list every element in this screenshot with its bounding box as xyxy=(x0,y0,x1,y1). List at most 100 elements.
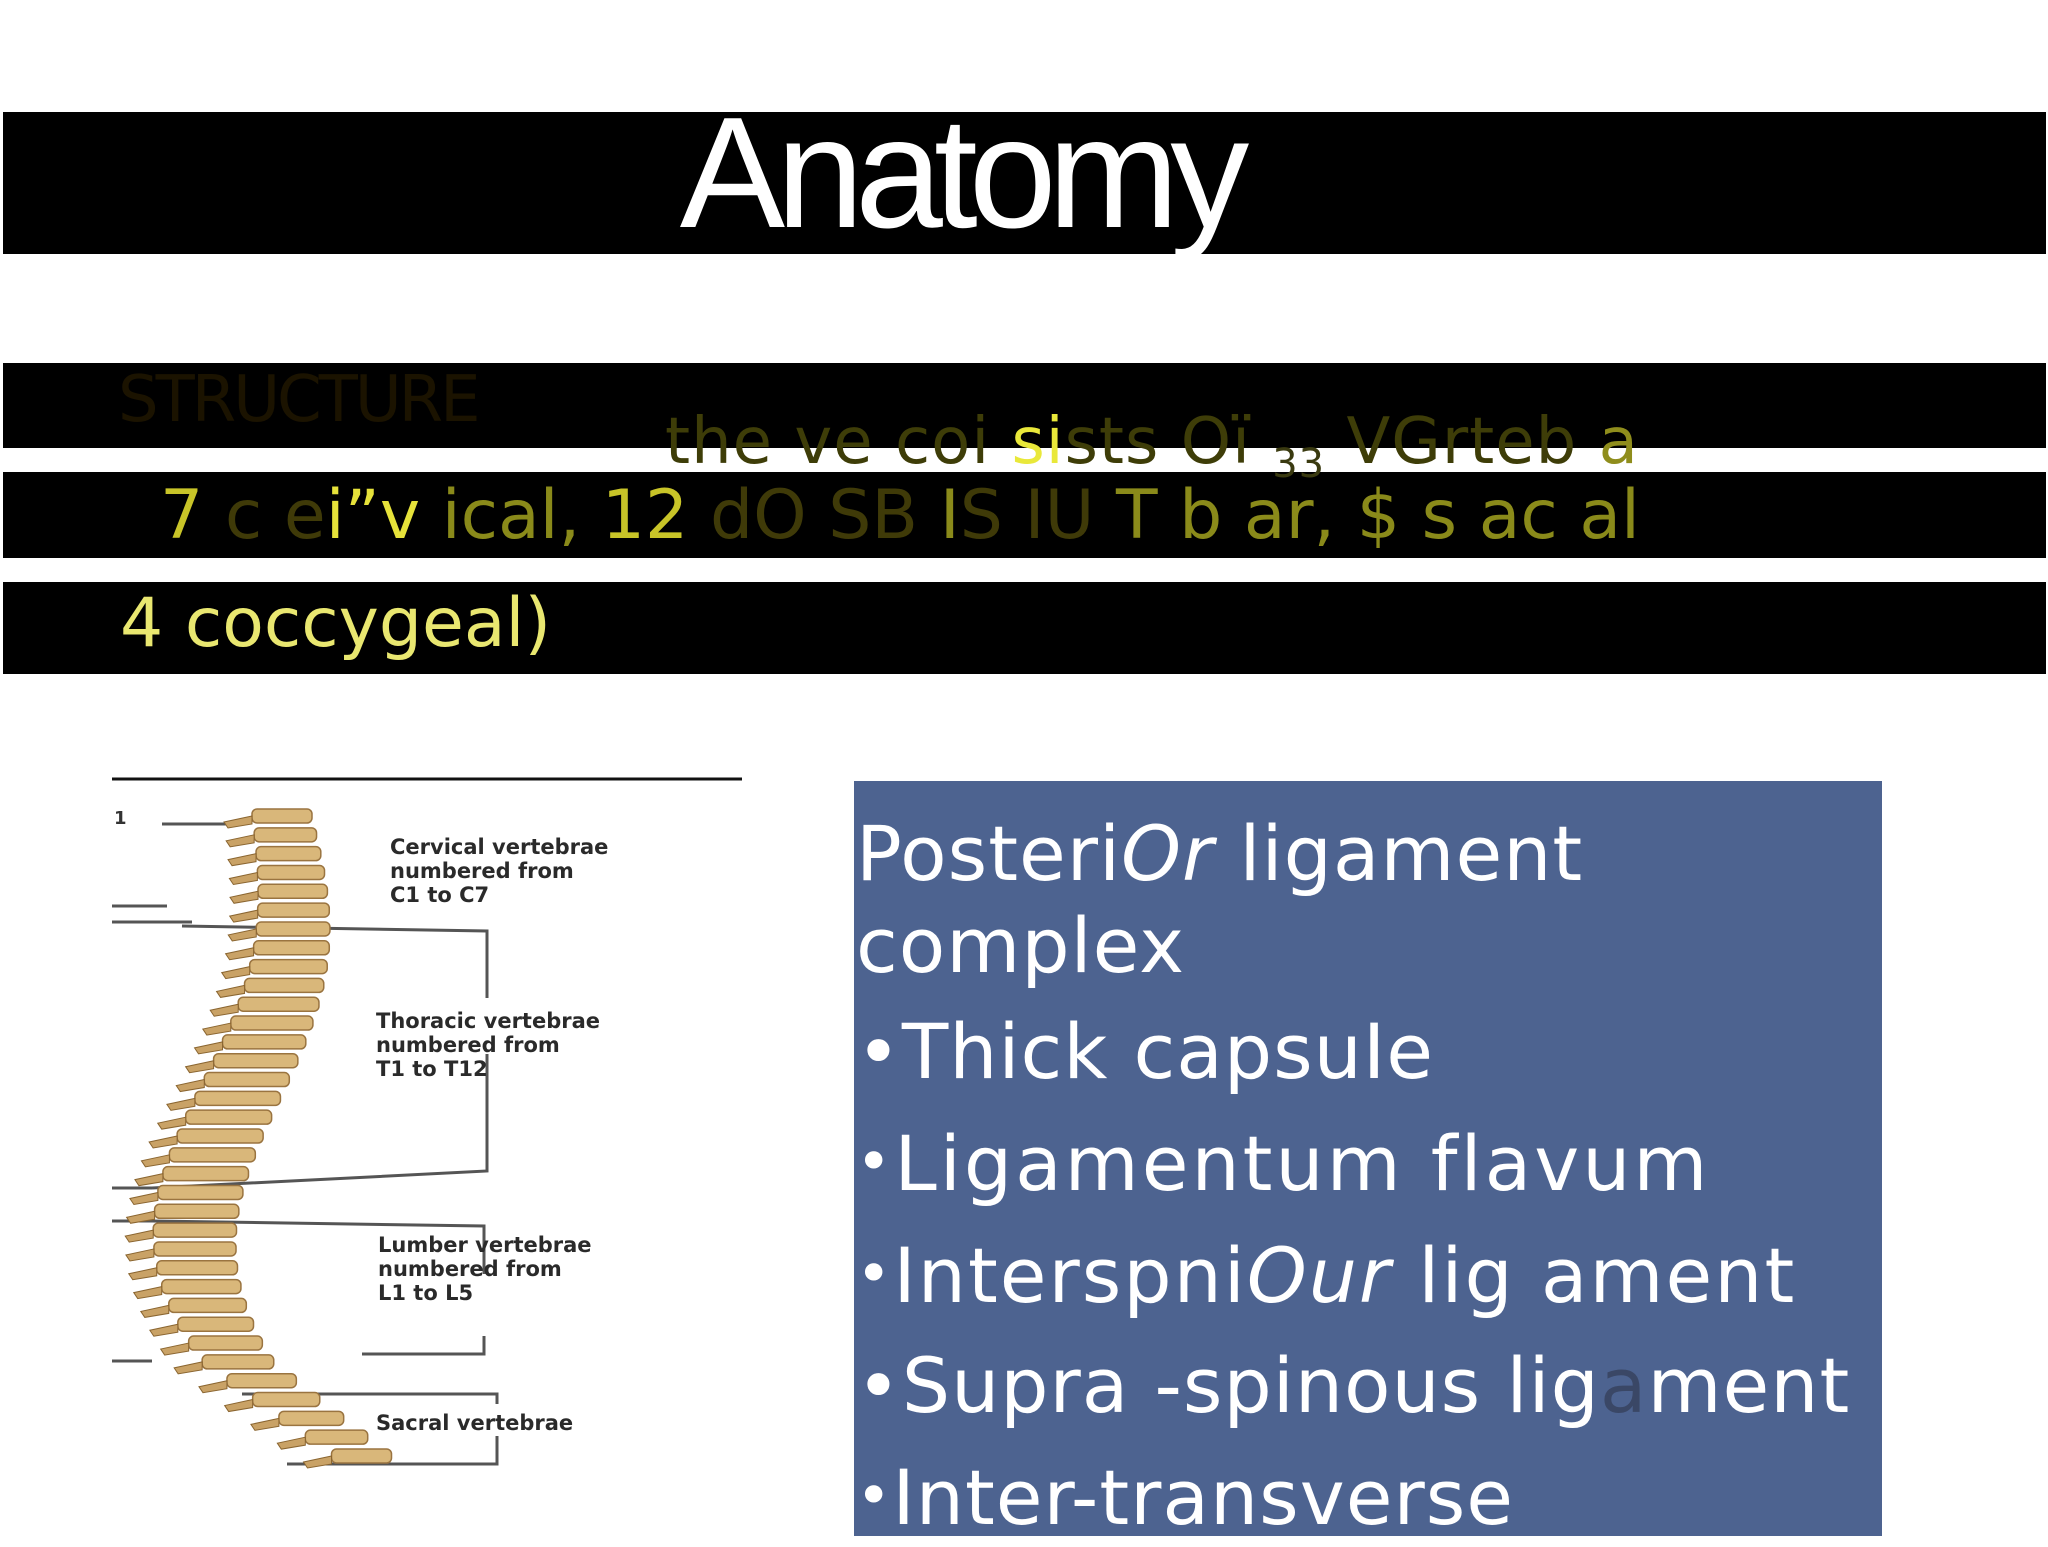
spinous-process xyxy=(125,1210,156,1224)
heading-part-italic: Or xyxy=(1121,809,1215,898)
header-line-2-part: dO SB xyxy=(709,476,919,555)
bullet: • xyxy=(856,1341,902,1430)
header-line-1-part: a xyxy=(1577,405,1639,479)
spinous-process xyxy=(220,965,251,980)
spinous-process xyxy=(228,871,258,886)
bullet: • xyxy=(856,1007,902,1096)
label-cervical-1: Cervical vertebrae xyxy=(390,835,608,859)
spinous-process xyxy=(302,1455,333,1469)
header-line-2-part: U xyxy=(1044,476,1095,555)
spinous-process xyxy=(193,1041,224,1055)
vertebra xyxy=(201,1354,275,1370)
vertebra xyxy=(304,1429,369,1445)
ligament-item-text: Thick capsuIe xyxy=(901,1007,1435,1096)
spinous-process xyxy=(227,928,257,942)
ligament-item-text: ment xyxy=(1647,1341,1851,1430)
spinous-process xyxy=(225,834,255,848)
spinous-process xyxy=(184,1060,215,1074)
bullet: • xyxy=(856,1127,895,1197)
label-cervical-2: numbered from xyxy=(390,859,574,883)
vertebra xyxy=(257,883,329,900)
vertebra xyxy=(278,1410,345,1427)
vertebra xyxy=(226,1372,298,1389)
vertebra xyxy=(255,845,322,862)
vertebra xyxy=(153,1241,237,1257)
vertebra xyxy=(253,827,318,843)
vertebra xyxy=(251,808,313,824)
vertebral-column xyxy=(124,808,393,1469)
ligament-item-text: Inter-transverse xyxy=(892,1453,1515,1542)
label-lumbar-3: L1 to L5 xyxy=(378,1281,473,1305)
structure-text: STRUCTURE xyxy=(118,363,481,437)
vertebra xyxy=(230,1015,314,1031)
header-line-1-part: sts Oï xyxy=(1064,405,1273,479)
spinous-process xyxy=(215,984,246,998)
vertebra xyxy=(153,1203,240,1220)
header-line-2-part: c e xyxy=(224,476,326,555)
spinous-process xyxy=(229,890,259,904)
label-lumbar-2: numbered from xyxy=(378,1257,562,1281)
vertebra xyxy=(255,921,331,937)
header-line-2-part: 12 xyxy=(601,476,710,555)
spinous-process xyxy=(125,1248,155,1262)
spinous-process xyxy=(175,1078,205,1093)
vertebra xyxy=(177,1316,255,1332)
spinous-process xyxy=(134,1173,164,1187)
vertebra xyxy=(251,1391,321,1408)
heading-part: Posteri xyxy=(856,809,1122,898)
spinous-process xyxy=(132,1285,163,1300)
spinous-process xyxy=(209,1003,239,1017)
vertebra xyxy=(248,958,328,975)
heading-part: ligament xyxy=(1214,809,1584,898)
spinous-process xyxy=(166,1097,196,1111)
structure-label: STRUCTURE xyxy=(118,360,481,440)
vertebra xyxy=(168,1147,257,1163)
spinous-process xyxy=(156,1116,187,1130)
ligament-heading-2: complex xyxy=(856,901,1186,990)
label-sacral: Sacral vertebrae xyxy=(376,1411,573,1435)
spine-diagram: 1 Cervical vertebrae numbered from C1 to… xyxy=(112,777,742,1469)
header-band-3 xyxy=(3,582,2046,674)
ligament-item: •Thick capsuIe xyxy=(856,1003,1850,1101)
vertebra xyxy=(162,1165,250,1182)
spinous-process xyxy=(173,1361,203,1375)
ligament-item-text: Ligamentum flavum xyxy=(894,1119,1711,1208)
ligament-item-text: lig ament xyxy=(1392,1231,1797,1320)
header-line-1-part: the ve coi xyxy=(665,405,1012,479)
vertebra xyxy=(212,1052,299,1069)
vertebra xyxy=(237,996,320,1012)
header-line-2-part: I xyxy=(918,476,960,555)
spinous-process xyxy=(129,1191,159,1206)
diagram-marker: 1 xyxy=(114,808,127,829)
vertebra xyxy=(152,1222,238,1238)
label-lumbar-1: Lumber vertebrae xyxy=(378,1233,592,1257)
header-line-2-part: ical, xyxy=(420,476,602,555)
vertebra xyxy=(256,864,326,881)
spinous-process xyxy=(227,853,257,867)
ligament-heading: PosteriOr ligament xyxy=(856,805,1850,903)
vertebra xyxy=(160,1278,242,1295)
vertebra xyxy=(168,1297,248,1314)
vertebra xyxy=(256,902,331,918)
spinous-process xyxy=(140,1154,170,1168)
vertebra xyxy=(176,1128,264,1144)
ligament-item: •InterspniOur lig ament xyxy=(856,1225,1850,1325)
ligament-item-text: Interspni xyxy=(893,1231,1247,1320)
vertebra xyxy=(194,1090,282,1107)
label-thoracic-1: Thoracic vertebrae xyxy=(376,1009,600,1033)
spinous-process xyxy=(124,1229,154,1243)
ligament-item-text-faded: a xyxy=(1599,1341,1648,1430)
vertebra xyxy=(187,1335,264,1351)
header-line-1: the ve coi sists Oï 33 VGrteb a xyxy=(665,400,1639,506)
diagram-labels: Cervical vertebrae numbered from C1 to C… xyxy=(376,835,608,1435)
vertebra xyxy=(221,1034,307,1050)
vertebra xyxy=(243,977,325,994)
ligament-item: •Supra -spinous ligament xyxy=(856,1337,1850,1435)
ligament-item: •Ligamentum flavum xyxy=(856,1113,1850,1213)
bullet: • xyxy=(856,1461,893,1531)
spinous-process xyxy=(223,1398,254,1413)
header-line-2-part: T b ar, $ s ac al xyxy=(1094,476,1640,555)
vertebra xyxy=(157,1184,244,1201)
header-line-1-sub: 33 xyxy=(1272,441,1326,487)
header-band-2 xyxy=(3,472,2046,558)
